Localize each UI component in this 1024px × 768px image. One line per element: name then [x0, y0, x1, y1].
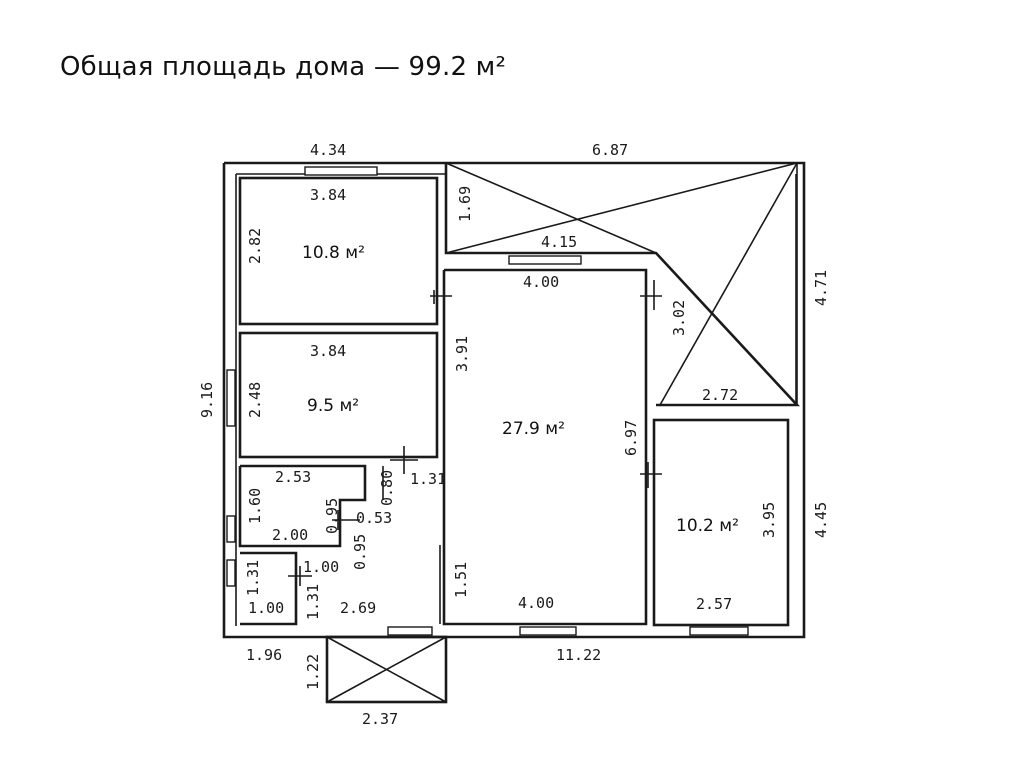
- dim-wc-width: 1.00: [303, 558, 339, 576]
- room-4-area: 10.2 м²: [676, 516, 739, 536]
- dim-right-outer-lower: 4.45: [812, 502, 830, 538]
- dim-bath-width: 2.53: [275, 468, 311, 486]
- dim-bottom-left: 1.96: [246, 646, 282, 664]
- veranda: [444, 162, 800, 407]
- dim-living-right: 6.97: [622, 420, 640, 456]
- dim-room2-height: 2.48: [246, 382, 264, 418]
- dim-room1-width: 3.84: [310, 186, 346, 204]
- dim-wc-bottom: 1.00: [248, 599, 284, 617]
- dim-living-bottom: 4.00: [518, 594, 554, 612]
- dim-room1-height: 2.82: [246, 228, 264, 264]
- room-2: [238, 331, 439, 459]
- dim-bath-step2: 0.95: [351, 534, 369, 570]
- dim-porch-width: 2.37: [362, 710, 398, 728]
- dim-bath-stub: 0.80: [378, 470, 396, 506]
- plan-title: Общая площадь дома — 99.2 м²: [60, 52, 507, 82]
- room-1: [238, 176, 439, 326]
- dim-hall-bottom: 2.69: [340, 599, 376, 617]
- dim-bath-step: 0.95: [323, 498, 341, 534]
- room-2-area: 9.5 м²: [307, 396, 359, 416]
- dim-living-right-upper: 3.02: [670, 300, 688, 336]
- dim-top-right: 6.87: [592, 141, 628, 159]
- dim-wc-side: 1.31: [304, 584, 322, 620]
- dim-bath-height: 1.60: [246, 488, 264, 524]
- living-room: [442, 268, 648, 626]
- living-area: 27.9 м²: [502, 419, 565, 439]
- dim-living-bottom-height: 1.51: [452, 562, 470, 598]
- door-marks: [288, 280, 662, 586]
- dim-veranda-height: 1.69: [456, 186, 474, 222]
- dim-triangle-base: 2.72: [702, 386, 738, 404]
- room-4: [652, 418, 790, 627]
- dim-wc-height: 1.31: [244, 560, 262, 596]
- dim-right-outer-upper: 4.71: [812, 270, 830, 306]
- room-1-area: 10.8 м²: [302, 243, 365, 263]
- dim-corridor: 4.15: [541, 233, 577, 251]
- dim-bath-bottom: 2.00: [272, 526, 308, 544]
- porch: [325, 635, 448, 704]
- dim-living-left: 3.91: [453, 336, 471, 372]
- dim-room4-bottom: 2.57: [696, 595, 732, 613]
- dim-top-left: 4.34: [310, 141, 346, 159]
- dim-bath-step-w: 0.53: [356, 509, 392, 527]
- dim-room2-width: 3.84: [310, 342, 346, 360]
- dim-door-gap: 1.31: [410, 470, 446, 488]
- dim-room4-height: 3.95: [760, 502, 778, 538]
- dim-living-top: 4.00: [523, 273, 559, 291]
- windows: [226, 166, 749, 636]
- dim-left-outer: 9.16: [198, 382, 216, 418]
- dim-porch-height: 1.22: [304, 654, 322, 690]
- dim-bottom-total: 11.22: [556, 646, 601, 664]
- bathroom: [238, 464, 441, 626]
